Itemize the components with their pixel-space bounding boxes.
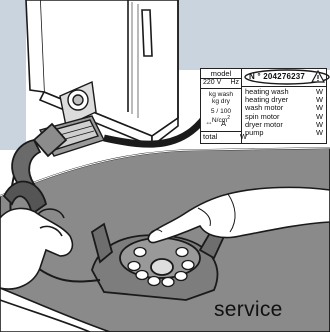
serial-row: N ° 204276237 [241,69,326,87]
serial-number: N ° 204276237 [249,73,305,81]
rating-plate: model 220 V Hz kg wash kg dry 5 / 100 N/… [200,68,327,144]
service-caption: service [214,298,283,322]
right-blue-panel [176,0,330,70]
washing-machine [26,0,178,146]
total-label: total [203,133,217,141]
component-item: pump [245,129,289,137]
plate-left-column: model 220 V Hz kg wash kg dry 5 / 100 N/… [201,69,242,143]
component-unit-list: W W W W W W [316,88,323,137]
warning-triangle-icon [311,70,325,83]
current-unit: A [221,120,226,128]
voltage-row: 220 V Hz [201,78,241,89]
model-label: model [201,70,241,78]
left-blue-panel [0,0,26,150]
kg-dry-label: kg dry [201,99,241,106]
total-row: total W [201,131,241,143]
voltage-value: 220 V [203,79,221,86]
frequency-unit: Hz [230,79,239,86]
component-list: heating wash heating dryer wash motor sp… [245,88,289,137]
current-row: ⇔ A [201,119,241,129]
component-unit: W [316,129,323,137]
fuse-icon: ⇔ [205,119,213,127]
